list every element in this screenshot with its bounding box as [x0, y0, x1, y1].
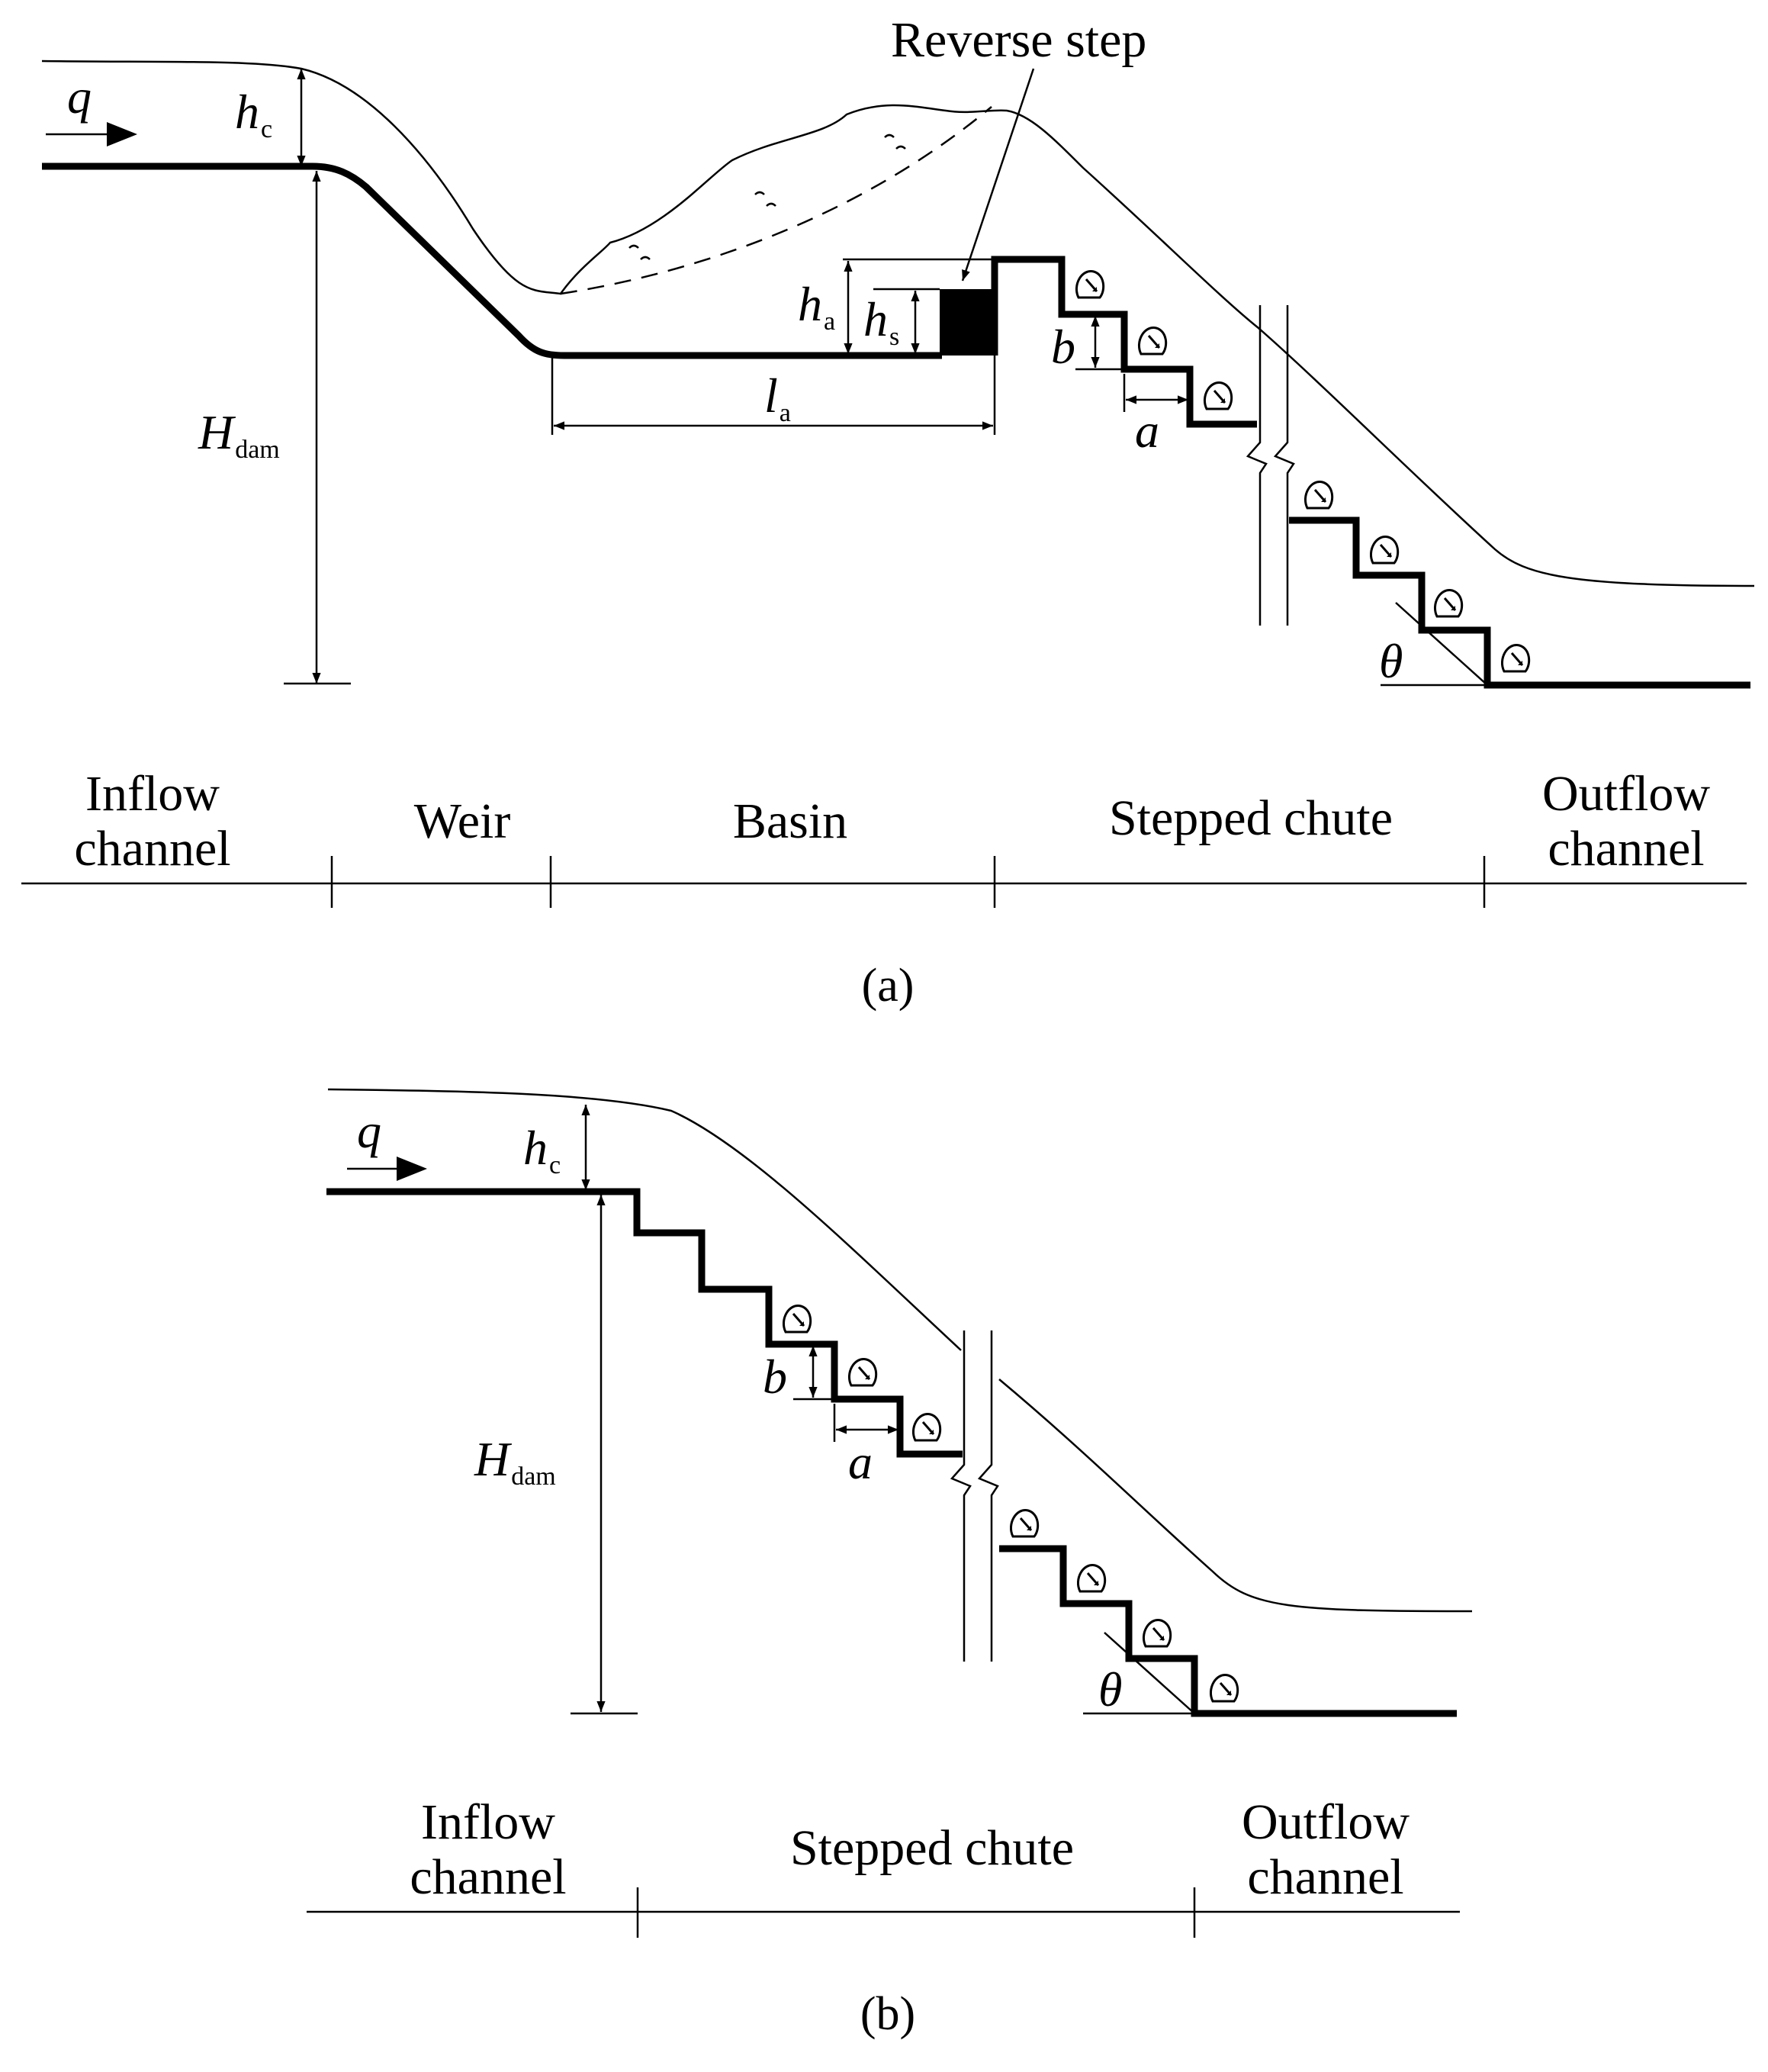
region-inflow-line1: Inflow: [85, 766, 220, 822]
region-weir: Weir: [414, 793, 511, 849]
hdam-symbol-b: H: [474, 1432, 513, 1486]
theta-symbol-a: θ: [1379, 634, 1403, 688]
region-chute-b: Stepped chute: [790, 1820, 1074, 1876]
svg-text:hs: hs: [863, 292, 899, 351]
stepped-chute-b-lower: [999, 1545, 1457, 1717]
caption-a: (a): [862, 960, 915, 1012]
stepped-chute-lower: [1289, 516, 1750, 689]
q-symbol-b: q: [357, 1104, 381, 1158]
ha-symbol: h: [798, 277, 822, 331]
svg-text:q: q: [67, 69, 92, 124]
b-symbol-b: b: [763, 1350, 787, 1404]
region-basin: Basin: [733, 793, 847, 849]
region-inflow-b-line1: Inflow: [421, 1794, 555, 1850]
stepped-chute-b-upper: [326, 1188, 963, 1458]
region-outflow-b-line2: channel: [1247, 1849, 1403, 1905]
weir-bed: [42, 162, 942, 359]
water-surface-b: [327, 1088, 1473, 1613]
a-symbol-b: a: [848, 1435, 873, 1489]
panel-b: q hc Hdam b a θ Inflow channel Stepped c…: [307, 1088, 1473, 2040]
air-cavity-dashed: [560, 106, 992, 295]
break-lines: [1246, 305, 1295, 626]
region-chute-a: Stepped chute: [1109, 790, 1393, 846]
region-outflow-line2: channel: [1548, 821, 1704, 877]
q-symbol-a: q: [67, 69, 92, 124]
caption-b: (b): [860, 1988, 915, 2040]
stepped-chute-upper: [991, 256, 1257, 428]
svg-text:ha: ha: [798, 277, 835, 336]
region-inflow-b-line2: channel: [410, 1849, 566, 1905]
region-outflow-b-line1: Outflow: [1242, 1794, 1410, 1850]
water-surface-a: [41, 60, 1755, 587]
hs-symbol: h: [863, 292, 888, 346]
b-symbol-a: b: [1051, 320, 1075, 374]
panel-a: q hc Hdam ha hs la b a θ Reverse step In…: [21, 12, 1755, 1012]
la-symbol: l: [764, 368, 778, 423]
region-outflow-line1: Outflow: [1542, 766, 1710, 822]
reverse-step-label: Reverse step: [891, 12, 1146, 68]
svg-text:la: la: [764, 368, 791, 427]
svg-text:hc: hc: [235, 85, 272, 143]
reverse-step-block: [940, 289, 995, 356]
theta-symbol-b: θ: [1098, 1662, 1122, 1716]
svg-text:q: q: [357, 1104, 381, 1158]
region-inflow-line2: channel: [74, 821, 230, 877]
svg-text:Hdam: Hdam: [474, 1432, 556, 1491]
break-lines-b: [950, 1330, 999, 1662]
hdam-symbol-a: H: [198, 405, 236, 459]
hc-symbol-b: h: [523, 1121, 548, 1175]
svg-text:Hdam: Hdam: [198, 405, 280, 464]
a-symbol-a: a: [1135, 404, 1159, 458]
hc-symbol-a: h: [235, 85, 259, 139]
svg-text:hc: hc: [523, 1121, 561, 1179]
